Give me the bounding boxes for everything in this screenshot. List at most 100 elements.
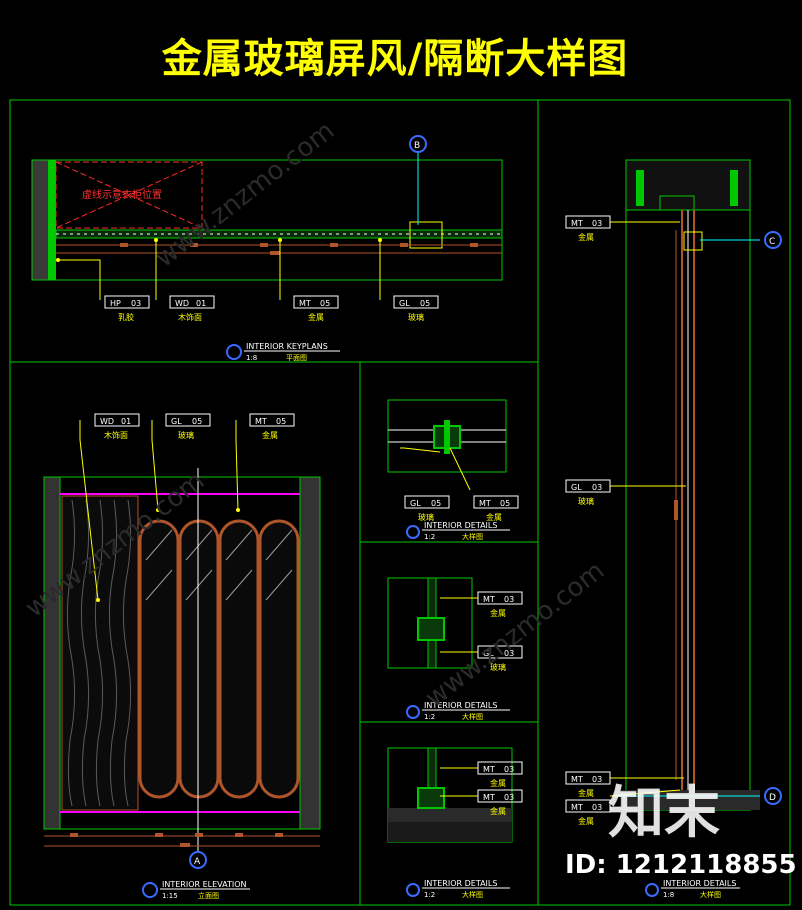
svg-text:INTERIOR DETAILS: INTERIOR DETAILS <box>663 879 736 888</box>
svg-text:03: 03 <box>504 649 514 658</box>
svg-text:MT: MT <box>299 299 311 308</box>
section-tag-0: MT 03 金属 <box>565 215 611 242</box>
svg-text:03: 03 <box>592 775 602 784</box>
svg-text:MT: MT <box>479 499 491 508</box>
section-tag-3: MT 03 金属 <box>565 799 611 826</box>
svg-text:05: 05 <box>431 499 441 508</box>
svg-text:大样图: 大样图 <box>462 532 483 541</box>
svg-text:MT: MT <box>571 803 583 812</box>
detail-3-tag-1: MT 03 金属 <box>477 789 523 816</box>
svg-text:1:2: 1:2 <box>424 533 435 541</box>
svg-text:大样图: 大样图 <box>700 890 721 899</box>
watermark-logo: 知末 <box>608 781 720 846</box>
svg-text:05: 05 <box>192 417 202 426</box>
svg-text:MT: MT <box>483 595 495 604</box>
detail-1-caption: INTERIOR DETAILS 1:2 大样图 <box>406 521 510 541</box>
svg-text:1:15: 1:15 <box>162 892 178 900</box>
elevation-view: A WD 01 木饰面 GL 05 玻璃 MT 05 金属 <box>43 413 321 900</box>
detail-1-tag-0: GL 05 玻璃 <box>404 495 450 522</box>
svg-text:1:8: 1:8 <box>663 891 674 899</box>
svg-text:金属: 金属 <box>578 788 594 798</box>
svg-text:03: 03 <box>504 793 514 802</box>
detail-1: GL 05 玻璃 MT 05 金属 INTERIOR DETAILS 1:2 大… <box>387 399 519 541</box>
svg-text:03: 03 <box>504 765 514 774</box>
svg-text:木饰面: 木饰面 <box>178 312 202 322</box>
svg-text:大样图: 大样图 <box>462 890 483 899</box>
svg-text:乳胶: 乳胶 <box>118 312 134 322</box>
detail-3-caption: INTERIOR DETAILS 1:2 大样图 <box>406 879 510 899</box>
svg-text:03: 03 <box>504 595 514 604</box>
elevation-tag-0: WD 01 木饰面 <box>94 413 140 440</box>
section-caption: INTERIOR DETAILS 1:8 大样图 <box>645 879 740 899</box>
svg-text:01: 01 <box>121 417 131 426</box>
detail-2-tag-0: MT 03 金属 <box>477 591 523 618</box>
svg-text:03: 03 <box>131 299 141 308</box>
svg-text:木饰面: 木饰面 <box>104 430 128 440</box>
svg-text:WD: WD <box>100 417 114 426</box>
svg-text:GL: GL <box>410 499 421 508</box>
section-tag-2: MT 03 金属 <box>565 771 611 798</box>
svg-text:MT: MT <box>571 775 583 784</box>
sheet-frame <box>9 99 791 906</box>
svg-text:INTERIOR ELEVATION: INTERIOR ELEVATION <box>162 880 247 889</box>
svg-text:玻璃: 玻璃 <box>578 496 594 506</box>
svg-text:金属: 金属 <box>490 806 506 816</box>
svg-text:HP: HP <box>110 299 121 308</box>
svg-text:01: 01 <box>196 299 206 308</box>
svg-text:05: 05 <box>500 499 510 508</box>
svg-text:MT: MT <box>483 765 495 774</box>
svg-text:GL: GL <box>171 417 182 426</box>
svg-text:INTERIOR DETAILS: INTERIOR DETAILS <box>424 701 497 710</box>
plan-tag-1: WD 01 木饰面 <box>169 295 215 322</box>
elevation-tag-1: GL 05 玻璃 <box>165 413 211 440</box>
svg-text:金属: 金属 <box>578 816 594 826</box>
elevation-section-mark: A <box>194 857 201 867</box>
elevation-tag-2: MT 05 金属 <box>249 413 295 440</box>
detail-2-caption: INTERIOR DETAILS 1:2 大样图 <box>406 701 510 721</box>
svg-text:玻璃: 玻璃 <box>490 662 506 672</box>
svg-text:GL: GL <box>571 483 582 492</box>
detail-2: MT 03 金属 GL 03 玻璃 INTERIOR DETAILS 1:2 大… <box>387 577 523 721</box>
svg-text:金属: 金属 <box>578 232 594 242</box>
plan-section-mark: B <box>414 141 420 151</box>
svg-text:大样图: 大样图 <box>462 712 483 721</box>
svg-text:GL: GL <box>483 649 494 658</box>
plan-tag-0: HP 03 乳胶 <box>104 295 150 322</box>
section-view: C D MT 03 金属 GL 03 玻璃 MT 03 金属 <box>565 159 782 899</box>
svg-text:GL: GL <box>399 299 410 308</box>
svg-text:平面图: 平面图 <box>286 354 307 362</box>
svg-text:玻璃: 玻璃 <box>408 312 424 322</box>
plan-caption: INTERIOR KEYPLANS 1:8 平面图 <box>226 342 340 362</box>
svg-text:MT: MT <box>255 417 267 426</box>
watermark-id: ID: 1212118855 <box>565 850 797 880</box>
svg-text:MT: MT <box>483 793 495 802</box>
plan-tag-3: GL 05 玻璃 <box>393 295 439 322</box>
svg-text:金属: 金属 <box>490 608 506 618</box>
plan-hatch-note: 虚线示意衣柜位置 <box>82 188 162 201</box>
detail-3-tag-0: MT 03 金属 <box>477 761 523 788</box>
svg-text:05: 05 <box>320 299 330 308</box>
svg-text:1:8: 1:8 <box>246 354 257 362</box>
svg-text:金属: 金属 <box>308 312 324 322</box>
svg-text:03: 03 <box>592 483 602 492</box>
svg-text:05: 05 <box>276 417 286 426</box>
svg-text:玻璃: 玻璃 <box>178 430 194 440</box>
plan-view: 虚线示意衣柜位置 B HP 03 乳胶 <box>31 135 503 362</box>
svg-text:INTERIOR DETAILS: INTERIOR DETAILS <box>424 521 497 530</box>
svg-text:INTERIOR DETAILS: INTERIOR DETAILS <box>424 879 497 888</box>
svg-text:金属: 金属 <box>486 512 502 522</box>
section-mark-d: D <box>769 793 776 803</box>
svg-text:MT: MT <box>571 219 583 228</box>
svg-text:1:2: 1:2 <box>424 891 435 899</box>
drawing-title: 金属玻璃屏风/隔断大样图 <box>161 36 629 82</box>
svg-text:03: 03 <box>592 803 602 812</box>
svg-text:立面图: 立面图 <box>198 891 219 900</box>
svg-text:1:2: 1:2 <box>424 713 435 721</box>
section-mark-c: C <box>769 237 775 247</box>
elevation-caption: INTERIOR ELEVATION 1:15 立面图 <box>142 880 250 900</box>
detail-3: MT 03 金属 MT 03 金属 INTERIOR DETAILS 1:2 大… <box>387 747 523 899</box>
svg-text:WD: WD <box>175 299 189 308</box>
svg-text:金属: 金属 <box>262 430 278 440</box>
detail-1-tag-1: MT 05 金属 <box>473 495 519 522</box>
